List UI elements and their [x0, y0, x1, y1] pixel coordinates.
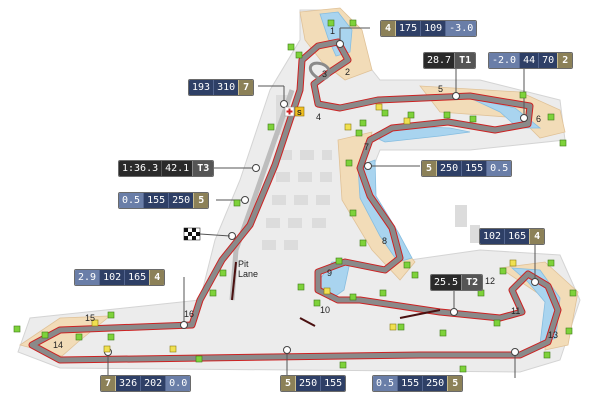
pit-lane-label-line1: Pit	[238, 259, 249, 269]
speed-tag-t14[interactable]: 7 326 202 0.0	[100, 375, 192, 392]
speed-value: 0.5	[373, 376, 398, 391]
corner-marker-icon	[13, 19, 577, 373]
turn-13: 13	[548, 330, 558, 340]
sector-time: 28.7	[424, 53, 455, 68]
timing-tag-t2[interactable]: 25.5 T2	[430, 274, 484, 291]
sector-badge: T3	[192, 161, 214, 176]
turn-14: 14	[53, 340, 63, 350]
speed-value: 250	[168, 193, 194, 208]
speed-tag-back-straight[interactable]: 5 250 155	[280, 375, 347, 392]
turn-2: 2	[345, 67, 350, 77]
sector-time: 25.5	[431, 275, 462, 290]
gear-badge: 5	[447, 376, 463, 391]
speed-value: 202	[140, 376, 166, 391]
gear-badge: 2	[557, 53, 573, 68]
turn-numbers: 1 2 3 4 5 6 7 8 9 10 11 12 13 14 15 16	[53, 26, 558, 350]
turn-15: 15	[85, 313, 95, 323]
turn-16: 16	[184, 309, 194, 319]
speed-value: 155	[461, 161, 487, 176]
timing-tag-t3[interactable]: 1:36.3 42.1 T3	[118, 160, 215, 177]
speed-tag-t7[interactable]: 5 250 155 0.5	[421, 160, 513, 177]
speed-value: 102	[480, 229, 505, 244]
turn-6: 6	[536, 114, 541, 124]
turn-1: 1	[330, 26, 335, 36]
speed-value: 2.9	[75, 270, 100, 285]
turn-8: 8	[382, 236, 387, 246]
speed-value: -3.0	[445, 21, 477, 36]
speed-value: 0.0	[165, 376, 191, 391]
speed-tag-main-straight[interactable]: 0.5 155 250 5	[118, 192, 210, 209]
speed-value: 0.5	[486, 161, 512, 176]
warning-marker-icon	[91, 103, 517, 353]
sector-time: 42.1	[161, 161, 193, 176]
lap-time: 1:36.3	[119, 161, 162, 176]
speed-value: 193	[189, 80, 214, 95]
speed-value: 310	[213, 80, 239, 95]
speed-value: 109	[420, 21, 446, 36]
speed-value: 250	[296, 376, 321, 391]
sector-badge: T1	[454, 53, 476, 68]
checkered-flag-icon	[183, 227, 231, 241]
safety-car-icon: S	[294, 106, 305, 117]
turn-12: 12	[485, 276, 495, 286]
speed-value: 102	[99, 270, 125, 285]
timing-tag-t1[interactable]: 28.7 T1	[423, 52, 477, 69]
turn-4: 4	[316, 112, 321, 122]
turn-11: 11	[511, 306, 520, 316]
speed-value: 70	[538, 53, 558, 68]
speed-value: 250	[422, 376, 448, 391]
turn-10: 10	[320, 305, 330, 315]
speed-tag-t6[interactable]: -2.0 44 70 2	[488, 52, 574, 69]
medical-cross-icon	[284, 106, 295, 117]
speed-tag-t13[interactable]: 0.5 155 250 5	[372, 375, 464, 392]
pit-lane-label-line2: Lane	[238, 269, 259, 279]
gear-badge: 4	[149, 270, 165, 285]
speed-value: 155	[143, 193, 169, 208]
gear-badge: 5	[422, 161, 438, 176]
gear-badge: 7	[238, 80, 254, 95]
gear-badge: 5	[281, 376, 297, 391]
track-surface	[29, 39, 561, 363]
sector-badge: T2	[461, 275, 483, 290]
track-hairpin-loop	[308, 61, 331, 81]
turn-9: 9	[327, 268, 332, 278]
pit-lane-label: Pit Lane	[238, 259, 258, 279]
speed-tag-t16[interactable]: 2.9 102 165 4	[74, 269, 166, 286]
timing-nodes	[104, 40, 539, 356]
svg-text:S: S	[297, 110, 302, 117]
speed-value: 0.5	[119, 193, 144, 208]
gear-badge: 5	[193, 193, 209, 208]
speed-value: -2.0	[489, 53, 520, 68]
speed-value: 155	[397, 376, 423, 391]
speed-tag-t1-straight[interactable]: 193 310 7	[188, 79, 255, 96]
speed-value: 326	[116, 376, 141, 391]
gear-badge: 4	[529, 229, 545, 244]
turn-5: 5	[438, 84, 443, 94]
turn-7: 7	[364, 142, 369, 152]
turn-3: 3	[322, 69, 327, 79]
speed-value: 175	[396, 21, 421, 36]
speed-value: 165	[124, 270, 150, 285]
outer-walls	[231, 261, 441, 327]
speed-tag-t12[interactable]: 102 165 4	[479, 228, 546, 245]
speed-value: 44	[519, 53, 539, 68]
speed-value: 250	[437, 161, 462, 176]
gear-badge: 7	[101, 376, 117, 391]
gear-badge: 4	[381, 21, 397, 36]
speed-value: 165	[504, 229, 530, 244]
speed-value: 155	[320, 376, 346, 391]
speed-tag-t1-entry[interactable]: 4 175 109 -3.0	[380, 20, 478, 37]
